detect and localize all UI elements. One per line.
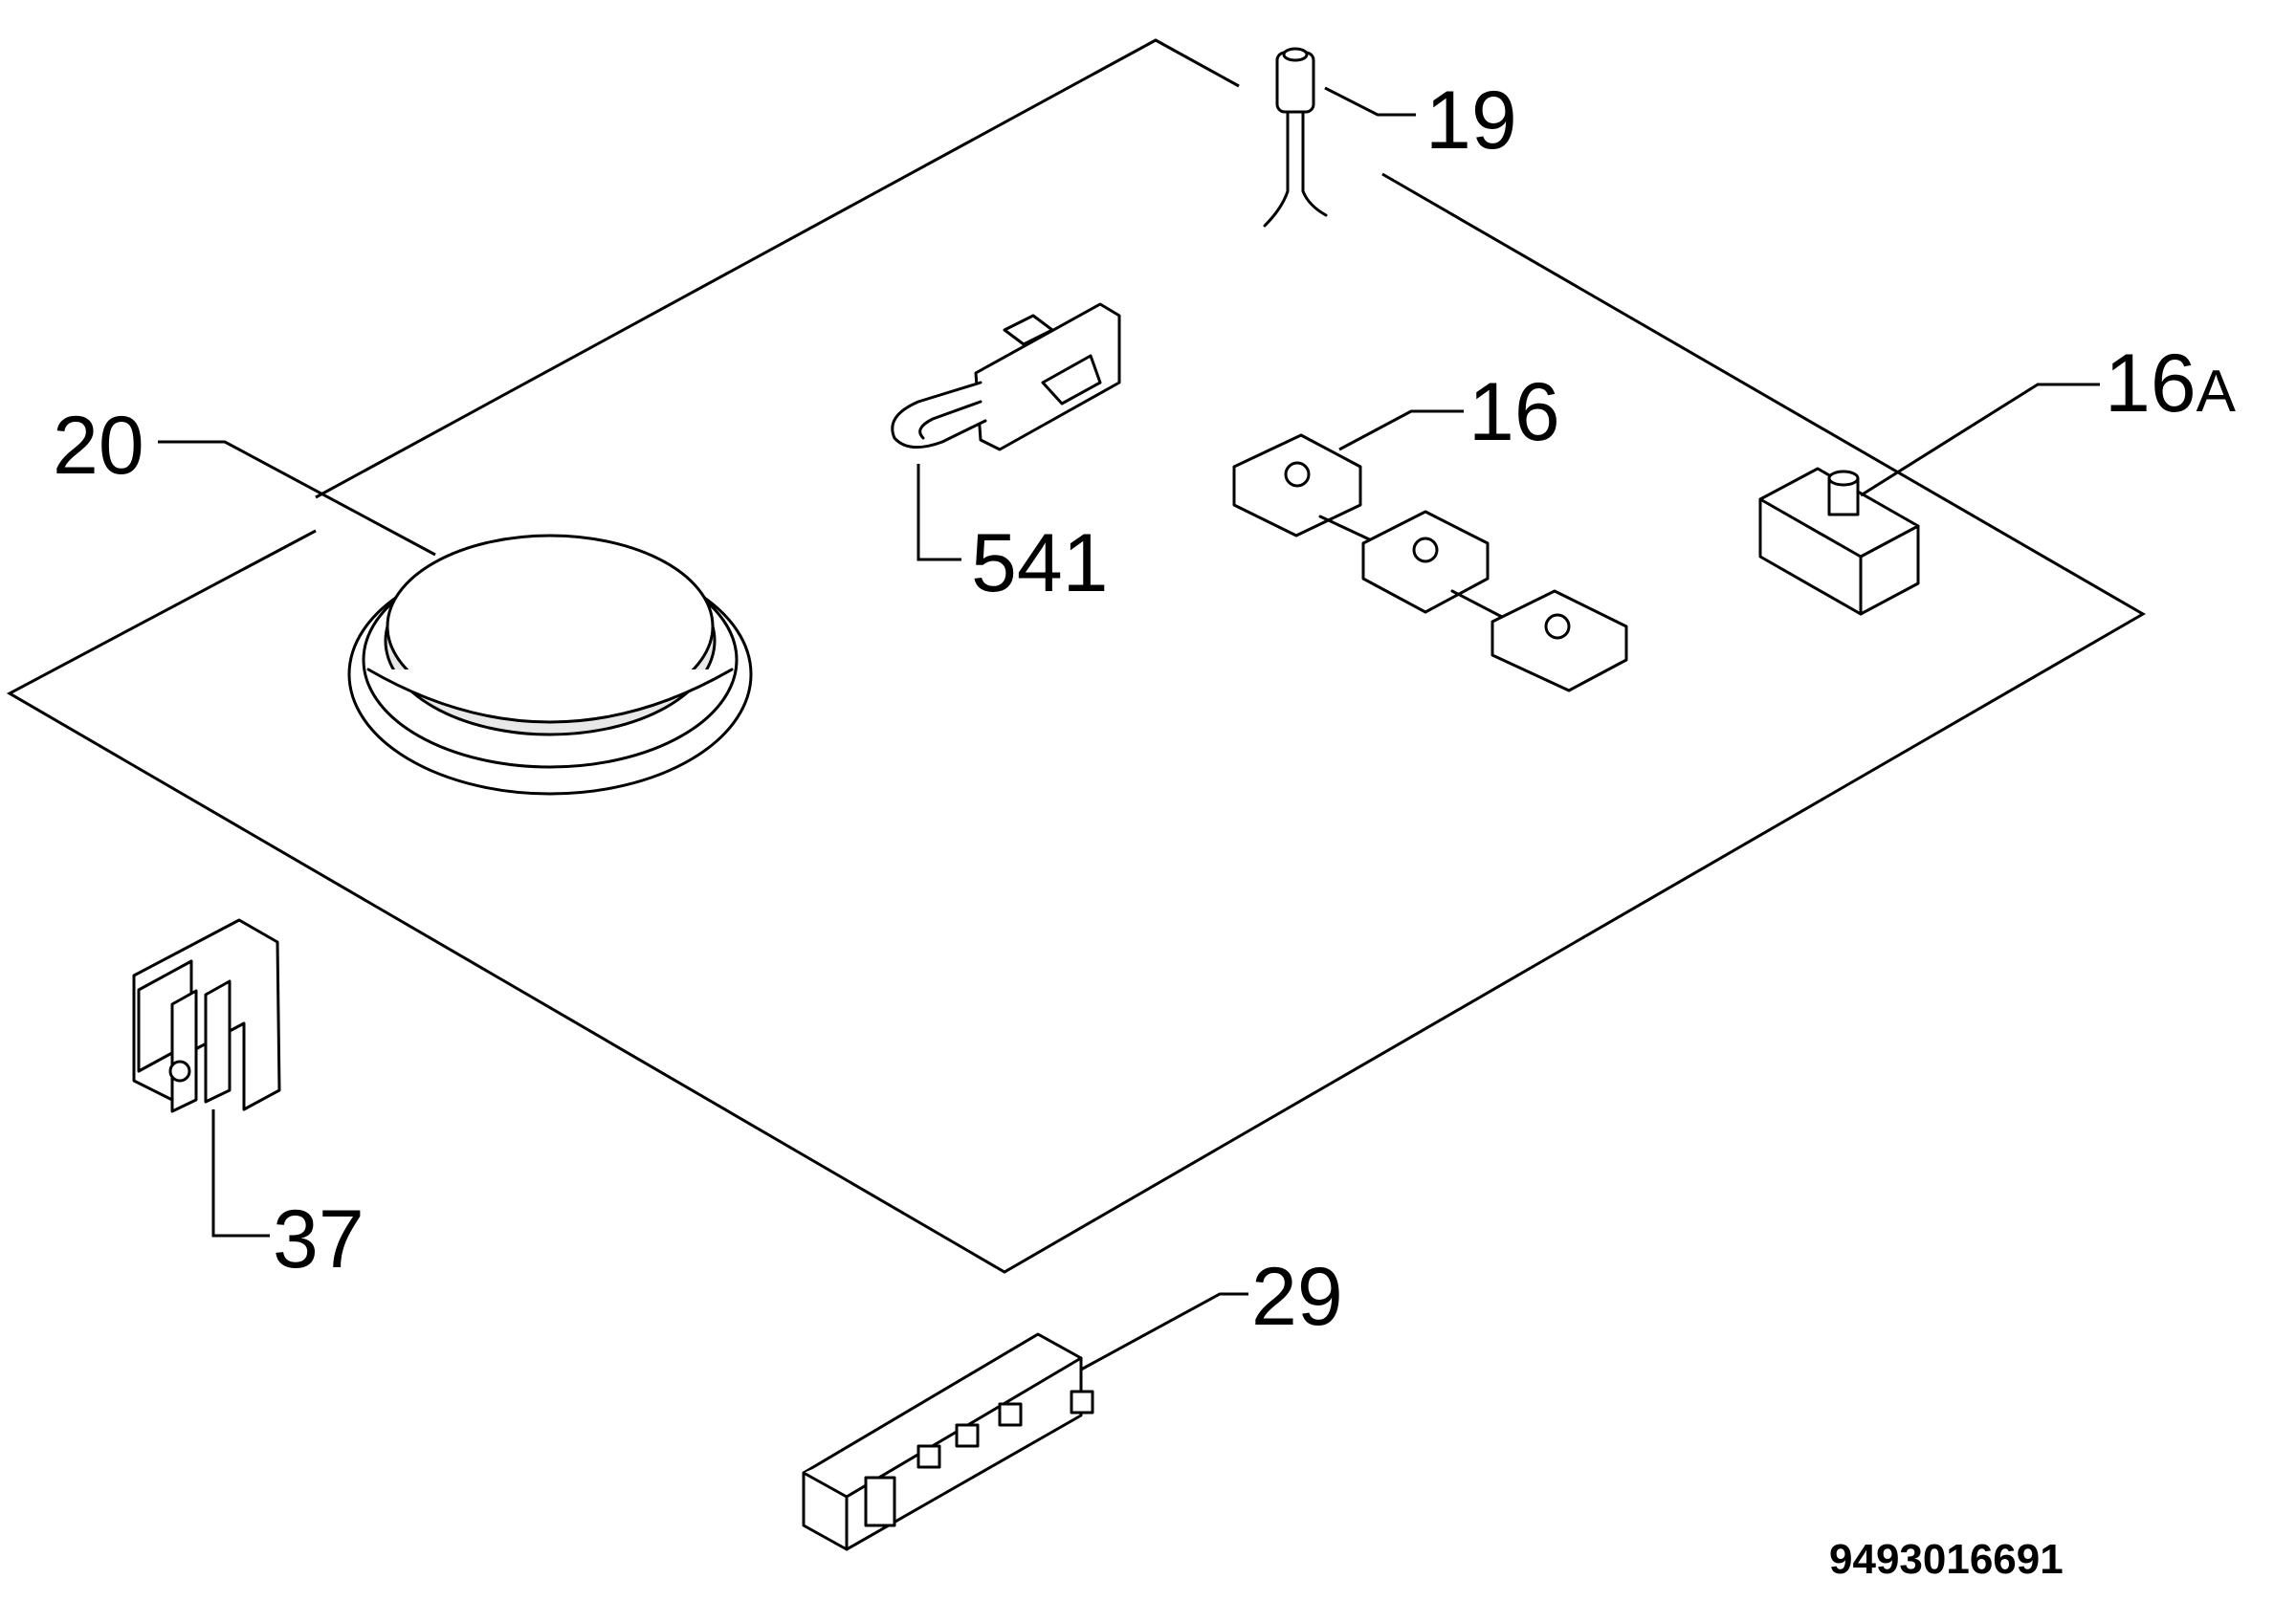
connector-part-37 (132, 918, 281, 1113)
sensor-part-19 (1263, 47, 1328, 228)
callout-20: 20 (53, 400, 144, 492)
callout-19: 19 (1425, 75, 1517, 166)
callout-16A: 16A (2105, 338, 2237, 429)
switch-part-541 (891, 302, 1121, 451)
cooking-zone-part-20 (347, 534, 753, 796)
callout-29: 29 (1251, 1251, 1343, 1343)
callout-16: 16 (1468, 366, 1560, 458)
callout-16A-number: 16 (2105, 338, 2197, 429)
callout-37: 37 (273, 1194, 364, 1285)
terminal-part-16A (1758, 467, 1920, 616)
document-number: 9493016691 (1829, 1536, 2064, 1583)
hob-outline (6, 38, 2146, 1274)
callout-541: 541 (971, 517, 1109, 609)
terminal-block-part-16 (1232, 433, 1628, 692)
switch-block-part-29 (802, 1332, 1094, 1551)
leader-lines (158, 86, 2100, 1371)
callout-16A-suffix: A (2197, 359, 2237, 425)
